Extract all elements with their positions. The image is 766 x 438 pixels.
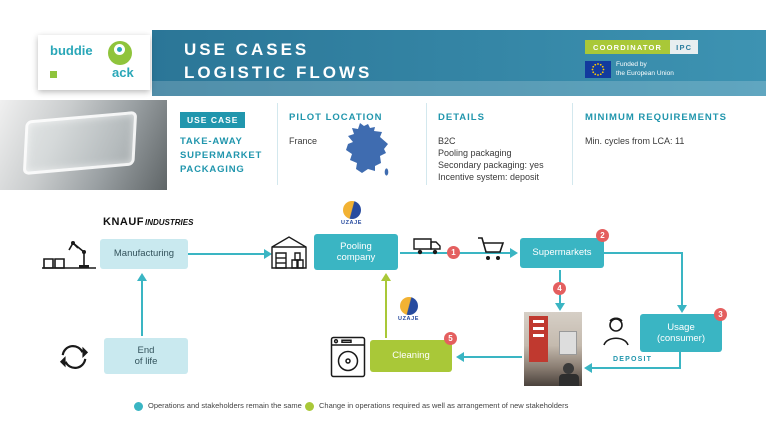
details-line3: Secondary packaging: yes (438, 160, 544, 170)
min-requirements-heading: MINIMUM REQUIREMENTS (585, 112, 727, 123)
uzaje-circle-icon (342, 201, 361, 219)
france-map-icon (346, 123, 389, 176)
knauf-logo-part1: KNAUF (103, 216, 144, 228)
min-requirements-column: MINIMUM REQUIREMENTS Min. cycles from LC… (585, 112, 760, 147)
use-case-line2: SUPERMARKET (180, 150, 263, 161)
manufacturing-label: Manufacturing (113, 248, 175, 260)
step-badge-5: 5 (444, 332, 457, 345)
step-badge-2: 2 (596, 229, 609, 242)
packaging-photo (0, 100, 167, 190)
coordinator-badge: COORDINATOR IPC (585, 40, 699, 54)
use-case-line3: PACKAGING (180, 164, 245, 175)
column-divider (277, 103, 278, 185)
red-sign-shape (528, 316, 549, 363)
robot-arm-icon (40, 241, 98, 272)
pooling-label-line2: company (336, 252, 376, 263)
details-column: DETAILS B2C Pooling packaging Secondary … (438, 112, 566, 183)
deposit-label: DEPOSIT (613, 356, 653, 363)
legend-dot-green (305, 402, 314, 411)
uzaje-logo-pooling: UZAJE (341, 201, 362, 226)
step-badge-1: 1 (447, 246, 460, 259)
details-line1: B2C (438, 136, 456, 146)
coordinator-value: IPC (670, 40, 699, 54)
use-case-column: USE CASE TAKE-AWAY SUPERMARKET PACKAGING (180, 110, 272, 177)
step-number: 2 (600, 231, 605, 240)
eu-funding-line1: Funded by (616, 61, 647, 68)
logo-green-square (50, 71, 57, 78)
pooling-label-line1: Pooling (340, 240, 372, 252)
knauf-logo-part2: INDUSTRIES (145, 218, 194, 227)
pilot-location-column: PILOT LOCATION France (289, 112, 419, 147)
eu-funding-block: Funded by the European Union (585, 61, 674, 78)
truck-icon (413, 236, 443, 255)
step-badge-3: 3 (714, 308, 727, 321)
node-supermarkets: Supermarkets (520, 238, 604, 268)
header-band: USE CASES LOGISTIC FLOWS COORDINATOR IPC… (152, 30, 766, 96)
node-cleaning: Cleaning (370, 340, 452, 372)
logo-text-ack: ack (112, 65, 134, 80)
step-number: 1 (451, 248, 456, 257)
buddiepack-logo: buddie ack (38, 35, 150, 90)
dishwasher-icon (330, 336, 366, 378)
uzaje-logo-text: UZAJE (398, 316, 420, 322)
recycle-icon (59, 342, 89, 372)
eu-funding-text: Funded by the European Union (616, 61, 674, 78)
uzaje-logo-cleaning: UZAJE (398, 297, 419, 322)
title-line-2: LOGISTIC FLOWS (184, 63, 373, 82)
step-number: 3 (718, 310, 723, 319)
use-case-heading: USE CASE (180, 112, 246, 128)
legend-same-label: Operations and stakeholders remain the s… (148, 401, 302, 410)
step-badge-4: 4 (553, 282, 566, 295)
column-divider (572, 103, 573, 185)
person-shape (558, 374, 579, 386)
node-pooling-company: Pooling company (314, 234, 398, 270)
pack-logo-icon (108, 41, 132, 65)
deposit-machine-shape (559, 331, 577, 355)
warehouse-icon (270, 234, 308, 270)
page-title: USE CASES LOGISTIC FLOWS (184, 38, 372, 84)
logo-text-buddie: buddie (50, 43, 93, 58)
legend-dot-teal (134, 402, 143, 411)
shopping-cart-icon (476, 234, 506, 260)
end-of-life-line2: of life (134, 356, 158, 367)
legend-change-label: Change in operations required as well as… (319, 401, 569, 410)
node-manufacturing: Manufacturing (100, 239, 188, 269)
details-line4: Incentive system: deposit (438, 172, 540, 182)
person-shape (562, 363, 574, 375)
uzaje-logo-text: UZAJE (341, 220, 363, 226)
usage-label-line2: (consumer) (656, 333, 706, 344)
step-number: 5 (448, 334, 453, 343)
step-number: 4 (557, 284, 562, 293)
title-line-1: USE CASES (184, 40, 310, 59)
knauf-industries-logo: KNAUFINDUSTRIES (103, 212, 193, 230)
eu-funding-line2: the European Union (616, 69, 674, 77)
min-requirements-value: Min. cycles from LCA: 11 (585, 136, 685, 146)
cleaning-label: Cleaning (392, 350, 430, 362)
consumer-icon (602, 316, 630, 346)
supermarkets-label: Supermarkets (532, 247, 592, 259)
column-divider (426, 103, 427, 185)
end-of-life-line1: End (137, 344, 155, 356)
node-end-of-life: End of life (104, 338, 188, 374)
details-heading: DETAILS (438, 112, 485, 123)
pilot-location-heading: PILOT LOCATION (289, 112, 383, 123)
usage-label-line1: Usage (667, 321, 695, 333)
uzaje-circle-icon (399, 297, 418, 315)
deposit-point-photo (524, 312, 582, 386)
use-case-line1: TAKE-AWAY (180, 136, 243, 147)
eu-flag-icon (585, 61, 611, 78)
details-line2: Pooling packaging (438, 148, 512, 158)
pilot-location-value: France (289, 136, 318, 146)
node-usage-consumer: Usage (consumer) (640, 314, 722, 352)
coordinator-label: COORDINATOR (585, 40, 671, 54)
